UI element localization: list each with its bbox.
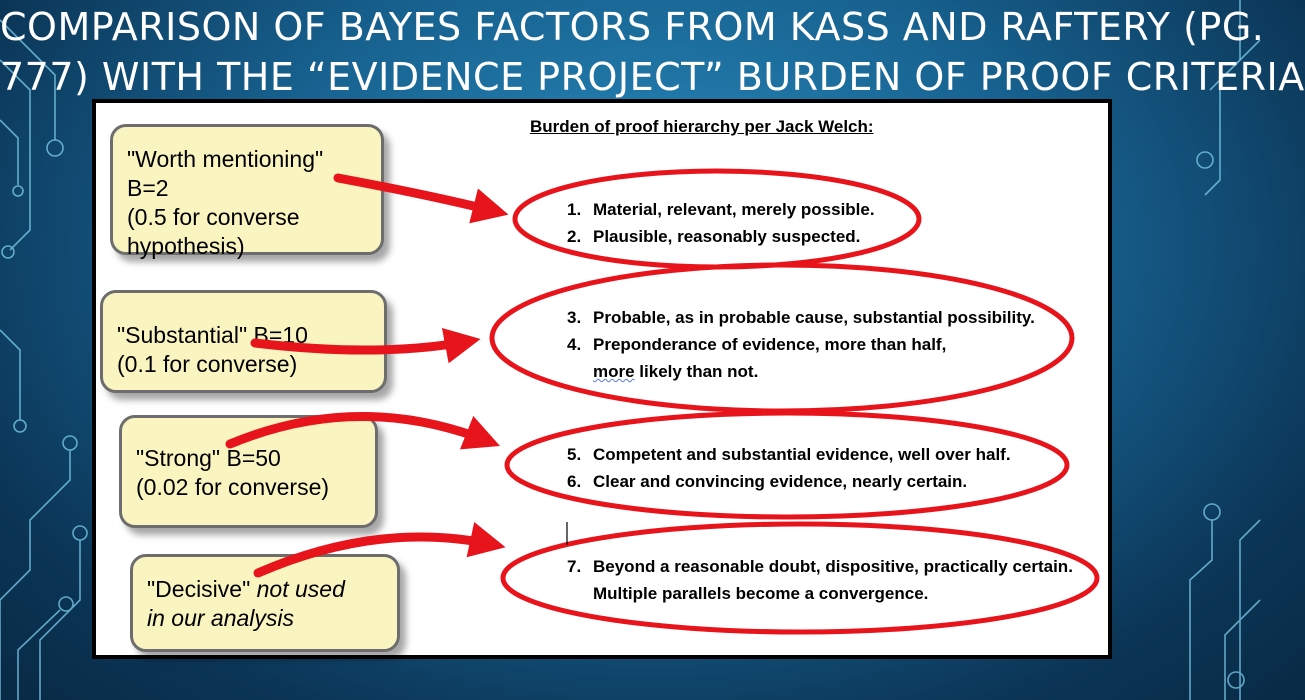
bayes-box-decisive: "Decisive" not used in our analysis: [130, 554, 400, 652]
box-line: (0.1 for converse): [117, 351, 298, 377]
criterion-item: 3. Probable, as in probable cause, substa…: [567, 304, 1035, 331]
title-line-1: Comparison of Bayes factors from Kass an…: [0, 5, 1265, 49]
box-line: "Strong" B=50: [136, 445, 281, 471]
box-line: (0.5 for converse: [127, 204, 300, 230]
bayes-box-strong: "Strong" B=50 (0.02 for converse): [119, 415, 378, 528]
criterion-text: likely than not.: [634, 362, 759, 381]
criterion-text: Beyond a reasonable doubt, dispositive, …: [593, 557, 1073, 576]
criterion-number: 3.: [567, 308, 582, 327]
bayes-box-substantial: "Substantial" B=10 (0.1 for converse): [100, 290, 387, 393]
criterion-number: 2.: [567, 227, 582, 246]
criterion-number: 6.: [567, 472, 582, 491]
criterion-text: Probable, as in probable cause, substant…: [593, 308, 1035, 327]
criterion-text: Material, relevant, merely possible.: [593, 200, 875, 219]
criterion-item: 5. Competent and substantial evidence, we…: [567, 441, 1011, 468]
criterion-number: 4.: [567, 335, 582, 354]
criterion-item: 4. Preponderance of evidence, more than h…: [567, 331, 1035, 358]
criteria-group-1: 1. Material, relevant, merely possible. 2…: [567, 196, 875, 250]
box-line: in our analysis: [147, 605, 295, 631]
box-italic: not used: [256, 576, 345, 602]
hierarchy-heading: Burden of proof hierarchy per Jack Welch…: [530, 117, 874, 136]
criterion-text: Clear and convincing evidence, nearly ce…: [593, 472, 968, 491]
criterion-item: 6. Clear and convincing evidence, nearly …: [567, 468, 1011, 495]
box-line: "Decisive" not used: [147, 575, 383, 604]
title-line-2: 777) with the “Evidence Project” burden …: [0, 55, 1305, 99]
criterion-item: 7. Beyond a reasonable doubt, dispositive…: [567, 553, 1073, 580]
box-line: hypothesis): [127, 233, 245, 259]
bayes-box-worth-mentioning: "Worth mentioning" B=2 (0.5 for converse…: [110, 124, 384, 259]
criterion-number: 5.: [567, 445, 582, 464]
box-line: "Worth mentioning" B=2: [127, 146, 324, 201]
box-line: "Substantial" B=10: [117, 322, 308, 348]
box-line: (0.02 for converse): [136, 474, 330, 500]
criterion-number: 1.: [567, 200, 582, 219]
criterion-continuation: Multiple parallels become a convergence.: [593, 584, 929, 603]
criterion-number: 7.: [567, 557, 582, 576]
criteria-group-3: 5. Competent and substantial evidence, we…: [567, 441, 1011, 495]
criterion-text: Competent and substantial evidence, well…: [593, 445, 1011, 464]
spellcheck-word: more: [593, 362, 635, 381]
criterion-item: 1. Material, relevant, merely possible.: [567, 196, 875, 223]
circuit-decoration: [0, 0, 1261, 700]
slide-title: Comparison of Bayes factors from Kass an…: [0, 2, 1305, 102]
criterion-continuation: more likely than not.: [567, 358, 1035, 385]
criterion-text: Preponderance of evidence, more than hal…: [593, 335, 947, 354]
box-prefix: "Decisive": [147, 576, 257, 602]
criterion-text: Plausible, reasonably suspected.: [593, 227, 861, 246]
criteria-group-4: 7. Beyond a reasonable doubt, dispositive…: [567, 553, 1073, 607]
criteria-group-2: 3. Probable, as in probable cause, substa…: [567, 304, 1035, 385]
criterion-item: 2. Plausible, reasonably suspected.: [567, 223, 875, 250]
